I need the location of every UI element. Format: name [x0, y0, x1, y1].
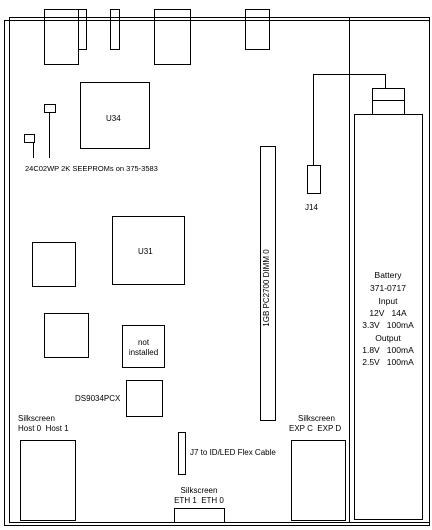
u34-chip [80, 82, 150, 149]
top-connector-2 [110, 9, 120, 50]
ds9034-chip [126, 380, 163, 417]
flex-cable-label: J7 to ID/LED Flex Cable [190, 448, 276, 457]
battery-input-value: 12V 14A [369, 308, 407, 318]
top-connector-4 [245, 9, 270, 50]
eth-ports [174, 508, 225, 523]
ds9034-label: DS9034PCX [75, 394, 121, 403]
seeprom-label: 24C02WP 2K SEEPROMs on 375-3583 [25, 164, 158, 173]
seeprom-pad-small [24, 134, 35, 143]
u34-label: U34 [106, 114, 121, 123]
battery-cap [372, 88, 405, 115]
battery-title: Battery [374, 270, 402, 280]
battery-output-label: Output [375, 333, 401, 343]
battery-output-value-1: 1.8V 100mA [362, 345, 414, 355]
seeprom-pad-large [44, 104, 56, 113]
not-installed-label-line1: not [137, 338, 150, 347]
battery-bay-outline [349, 17, 430, 523]
battery-part-number: 371-0717 [370, 283, 406, 293]
u31-chip [112, 216, 185, 285]
j14-label: J14 [305, 203, 318, 212]
board-outline [9, 17, 350, 523]
host-ports [20, 440, 76, 521]
u31-label: U31 [138, 247, 153, 256]
dimm-label: 1GB PC2700 DIMM 0 [262, 249, 271, 327]
exp-ports [291, 440, 346, 521]
battery-input-label: Input [378, 296, 398, 306]
battery-cable [313, 74, 386, 165]
top-connector-1-tab [78, 9, 87, 50]
host-silkscreen-label: Silkscreen [18, 414, 55, 423]
j14-connector [307, 165, 321, 194]
eth-ports-label: ETH 1 ETH 0 [174, 496, 224, 505]
battery-input-value-2: 3.3V 100mA [362, 320, 414, 330]
flex-cable-connector [178, 432, 186, 475]
dimm-slot [260, 146, 276, 421]
exp-silkscreen-label: Silkscreen [298, 414, 335, 423]
chip-left-1 [32, 242, 76, 287]
top-connector-3 [154, 9, 191, 65]
battery-body [354, 114, 423, 520]
eth-silkscreen-label: Silkscreen [180, 486, 218, 495]
host-ports-label: Host 0 Host 1 [18, 424, 69, 433]
not-installed-label-line2: installed [128, 348, 159, 357]
exp-ports-label: EXP C EXP D [289, 424, 342, 433]
not-installed-chip [122, 325, 165, 368]
battery-output-value-2: 2.5V 100mA [362, 357, 414, 367]
chip-left-2 [44, 313, 89, 358]
